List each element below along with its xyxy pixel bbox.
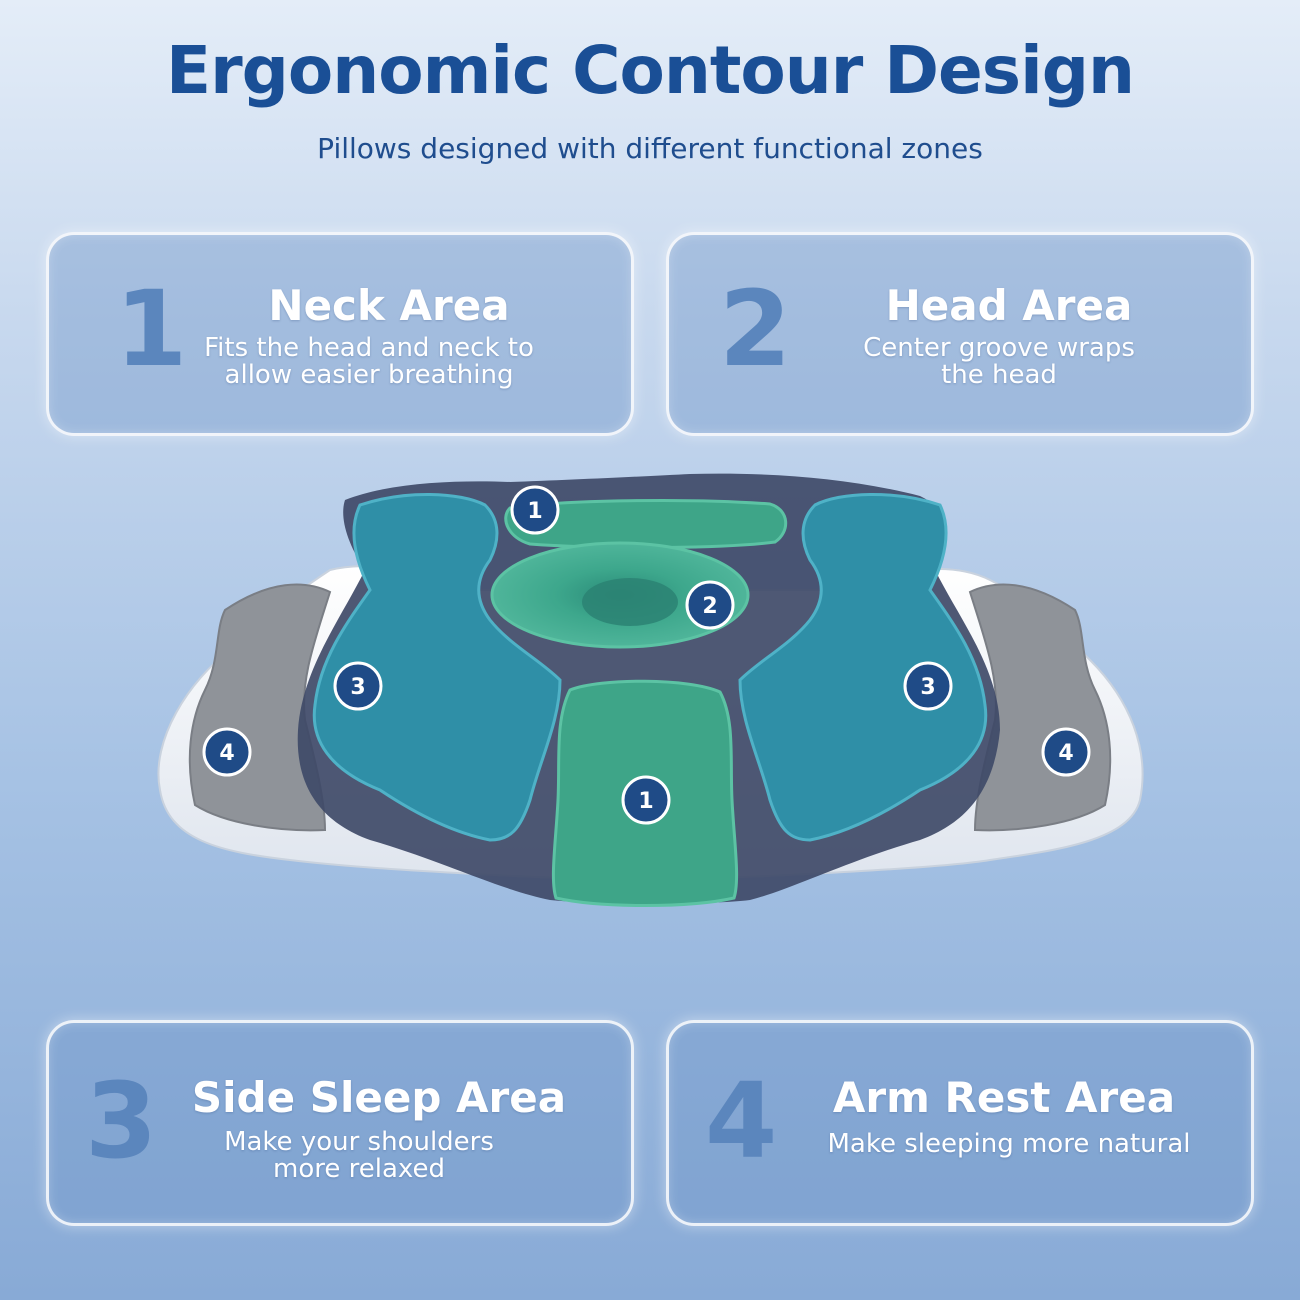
svg-text:2: 2 <box>702 594 717 619</box>
card-description-line: Center groove wraps <box>863 333 1135 363</box>
card-description-line: Fits the head and neck to <box>204 333 534 363</box>
badge-head: 2 <box>685 580 735 630</box>
card-heading: Side Sleep Area <box>191 1073 567 1122</box>
badge-arm-left: 4 <box>202 727 252 777</box>
card-side-sleep-area: 3 Side Sleep Area Make your shoulders mo… <box>46 1020 634 1226</box>
badge-side-left: 3 <box>333 661 383 711</box>
card-number: 2 <box>719 268 792 390</box>
card-description-line: allow easier breathing <box>224 360 514 390</box>
card-description: Fits the head and neck to allow easier b… <box>189 335 549 389</box>
svg-text:3: 3 <box>350 675 365 700</box>
card-head-area: 2 Head Area Center groove wraps the head <box>666 232 1254 436</box>
svg-text:4: 4 <box>219 741 234 766</box>
side-sleep-zone-left <box>312 493 562 842</box>
page-subtitle: Pillows designed with different function… <box>317 132 983 165</box>
card-number: 1 <box>115 268 188 390</box>
card-description-line: Make sleeping more natural <box>827 1129 1191 1159</box>
card-neck-area: 1 Neck Area Fits the head and neck to al… <box>46 232 634 436</box>
card-description: Make sleeping more natural <box>789 1131 1229 1158</box>
card-description: Center groove wraps the head <box>829 335 1169 389</box>
card-number: 4 <box>705 1060 778 1182</box>
badge-arm-right: 4 <box>1041 727 1091 777</box>
card-arm-rest-area: 4 Arm Rest Area Make sleeping more natur… <box>666 1020 1254 1226</box>
badge-neck-bottom: 1 <box>621 775 671 825</box>
card-description: Make your shoulders more relaxed <box>179 1129 539 1183</box>
head-groove <box>582 578 678 626</box>
svg-text:4: 4 <box>1058 741 1073 766</box>
card-description-line: Make your shoulders <box>224 1127 494 1157</box>
badge-side-right: 3 <box>903 661 953 711</box>
card-heading: Neck Area <box>268 281 510 330</box>
neck-zone-top <box>504 499 788 550</box>
card-heading: Head Area <box>885 281 1133 330</box>
card-heading: Arm Rest Area <box>832 1073 1176 1122</box>
pillow-diagram: 1 2 3 3 4 4 1 <box>157 473 1144 907</box>
card-description-line: more relaxed <box>273 1154 445 1184</box>
svg-text:1: 1 <box>638 789 653 814</box>
pillow-illustration: 1 2 3 3 4 4 1 <box>130 460 1170 940</box>
svg-text:1: 1 <box>527 499 542 524</box>
badge-neck-top: 1 <box>510 485 560 535</box>
card-number: 3 <box>85 1060 158 1182</box>
page-title: Ergonomic Contour Design <box>166 32 1135 109</box>
svg-text:3: 3 <box>920 675 935 700</box>
side-sleep-zone-right <box>738 493 988 842</box>
card-description-line: the head <box>941 360 1057 390</box>
